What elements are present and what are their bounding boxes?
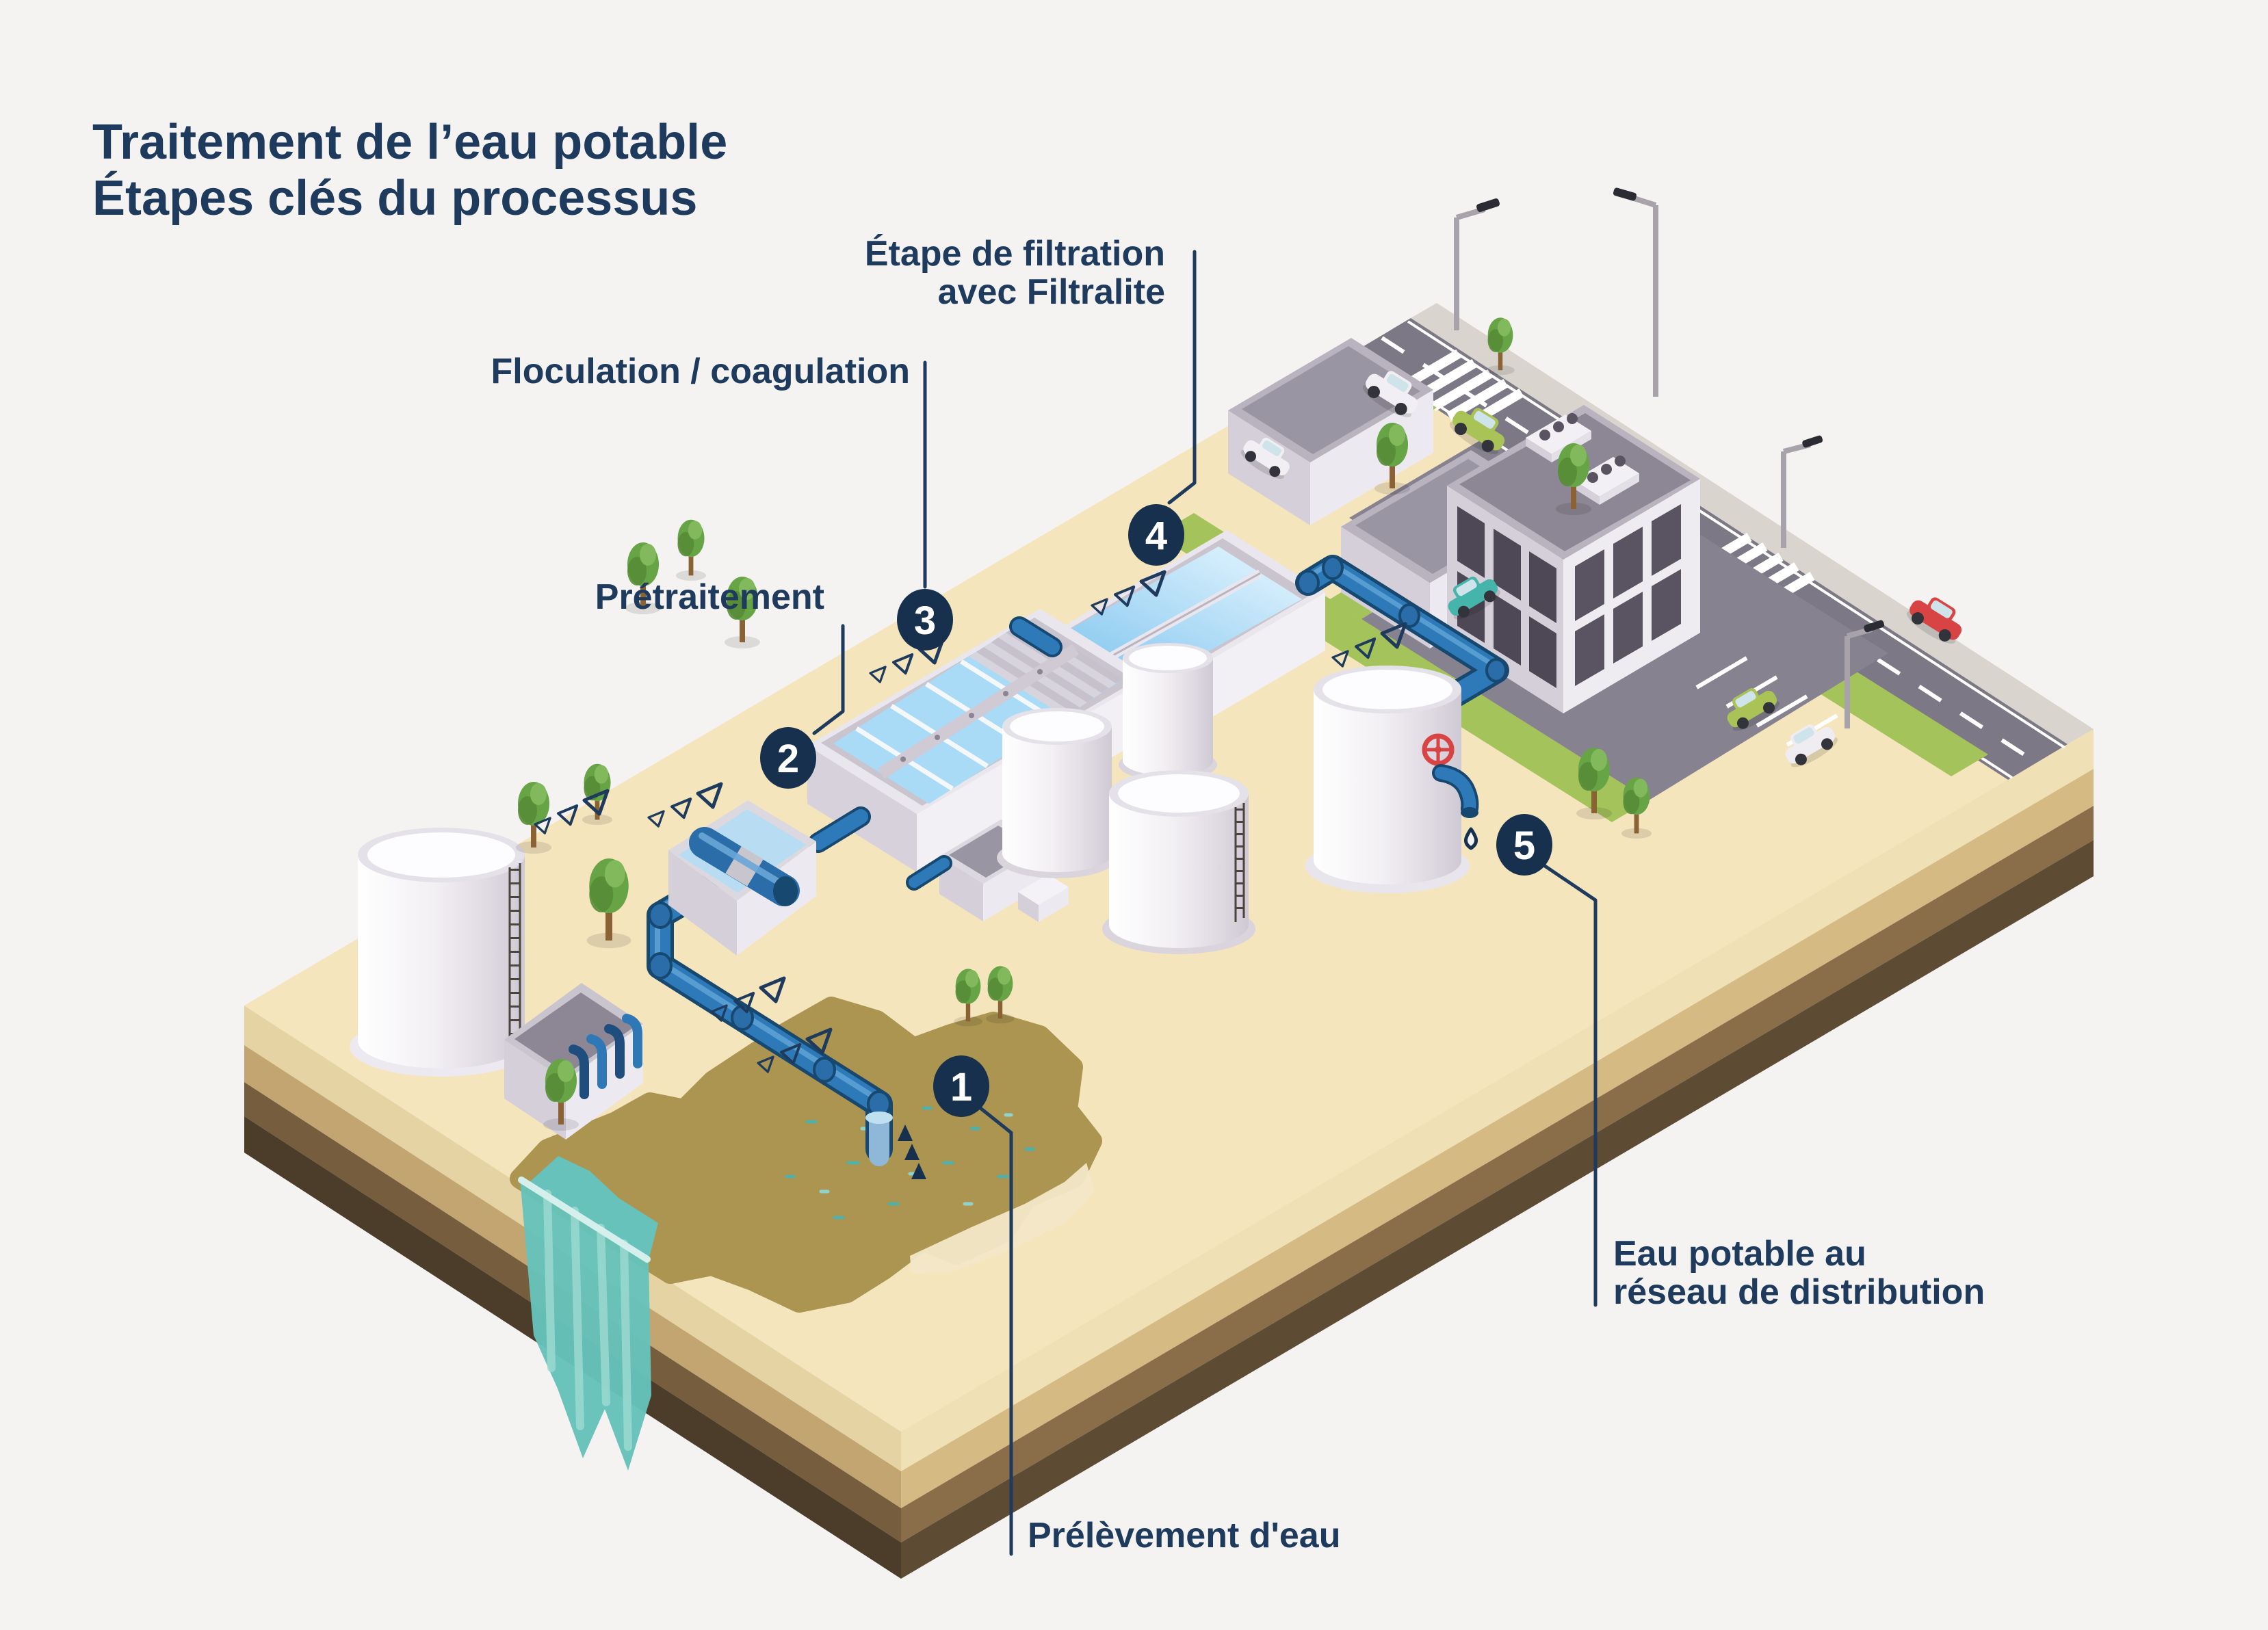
intake-bubbles-arrows	[898, 1125, 926, 1179]
step-3-badge: 3	[897, 589, 953, 650]
step-1-number: 1	[950, 1065, 972, 1109]
street-light	[1613, 187, 1658, 397]
leader-step-2	[812, 624, 845, 735]
step-4-label-line2: avec Filtralite	[938, 272, 1165, 312]
step-5-label-line1: Eau potable au	[1613, 1234, 1866, 1274]
title-line1: Traitement de l’eau potable	[92, 115, 727, 170]
pond-speckles	[785, 1106, 1035, 1220]
vent-building	[504, 983, 643, 1140]
step-4-label-line1: Étape de filtration	[865, 234, 1165, 274]
step-3-number: 3	[914, 599, 936, 643]
step-4-badge: 4	[1128, 504, 1184, 566]
annotations: 1 2 3 4 5 Étape de filtration avec Filtr…	[491, 234, 1985, 1556]
office-building	[1447, 405, 1700, 713]
waterfall-streaks	[543, 1189, 632, 1451]
leader-step-1	[978, 1106, 1013, 1556]
storage-tank-c	[1102, 770, 1255, 954]
parking-driveway	[1686, 609, 1820, 691]
step-2-label: Prétraitement	[595, 577, 824, 617]
step-2-number: 2	[777, 737, 799, 781]
waterfall-lip	[528, 1156, 658, 1260]
storage-tank-a	[997, 708, 1117, 878]
tank-ladder	[508, 863, 521, 1037]
step-3-label: Floculation / coagulation	[491, 352, 910, 391]
storage-tank-large	[350, 828, 533, 1077]
title-line2: Étapes clés du processus	[92, 171, 697, 226]
vent-pipes	[569, 1014, 642, 1099]
office-windows-se	[1575, 504, 1681, 686]
page-title: Traitement de l’eau potable Étapes clés …	[92, 115, 727, 226]
urban-area	[1157, 187, 2094, 822]
step-1-label: Prélèvement d'eau	[1028, 1516, 1340, 1555]
step-4-number: 4	[1145, 514, 1167, 558]
step-5-badge: 5	[1496, 814, 1552, 876]
street-light	[1781, 435, 1823, 548]
rooftop-ac-unit	[1574, 456, 1639, 505]
leader-step-5	[1543, 864, 1598, 1307]
step-5-number: 5	[1513, 824, 1535, 868]
water-droplet-icon	[1464, 827, 1478, 850]
waterfall	[520, 1179, 651, 1471]
small-white-box	[1018, 874, 1069, 922]
drum-screen	[689, 827, 800, 906]
cliff-southeast	[901, 729, 2094, 1579]
pipe-collars	[648, 902, 891, 1118]
street-light	[1454, 198, 1500, 330]
pipe-to-distribution-tank	[1295, 555, 1509, 710]
distribution-tank	[1305, 666, 1479, 893]
street-light	[1845, 620, 1885, 728]
step-1-badge: 1	[933, 1055, 989, 1117]
step-2-badge: 2	[760, 727, 816, 789]
pond-beach	[910, 1163, 1095, 1274]
storage-tank-b	[1119, 643, 1217, 781]
pretreatment-basin	[668, 800, 816, 956]
step-5-label-line2: réseau de distribution	[1613, 1272, 1985, 1312]
road-center-dashes	[1381, 336, 2040, 766]
leader-step-4	[1167, 250, 1197, 505]
